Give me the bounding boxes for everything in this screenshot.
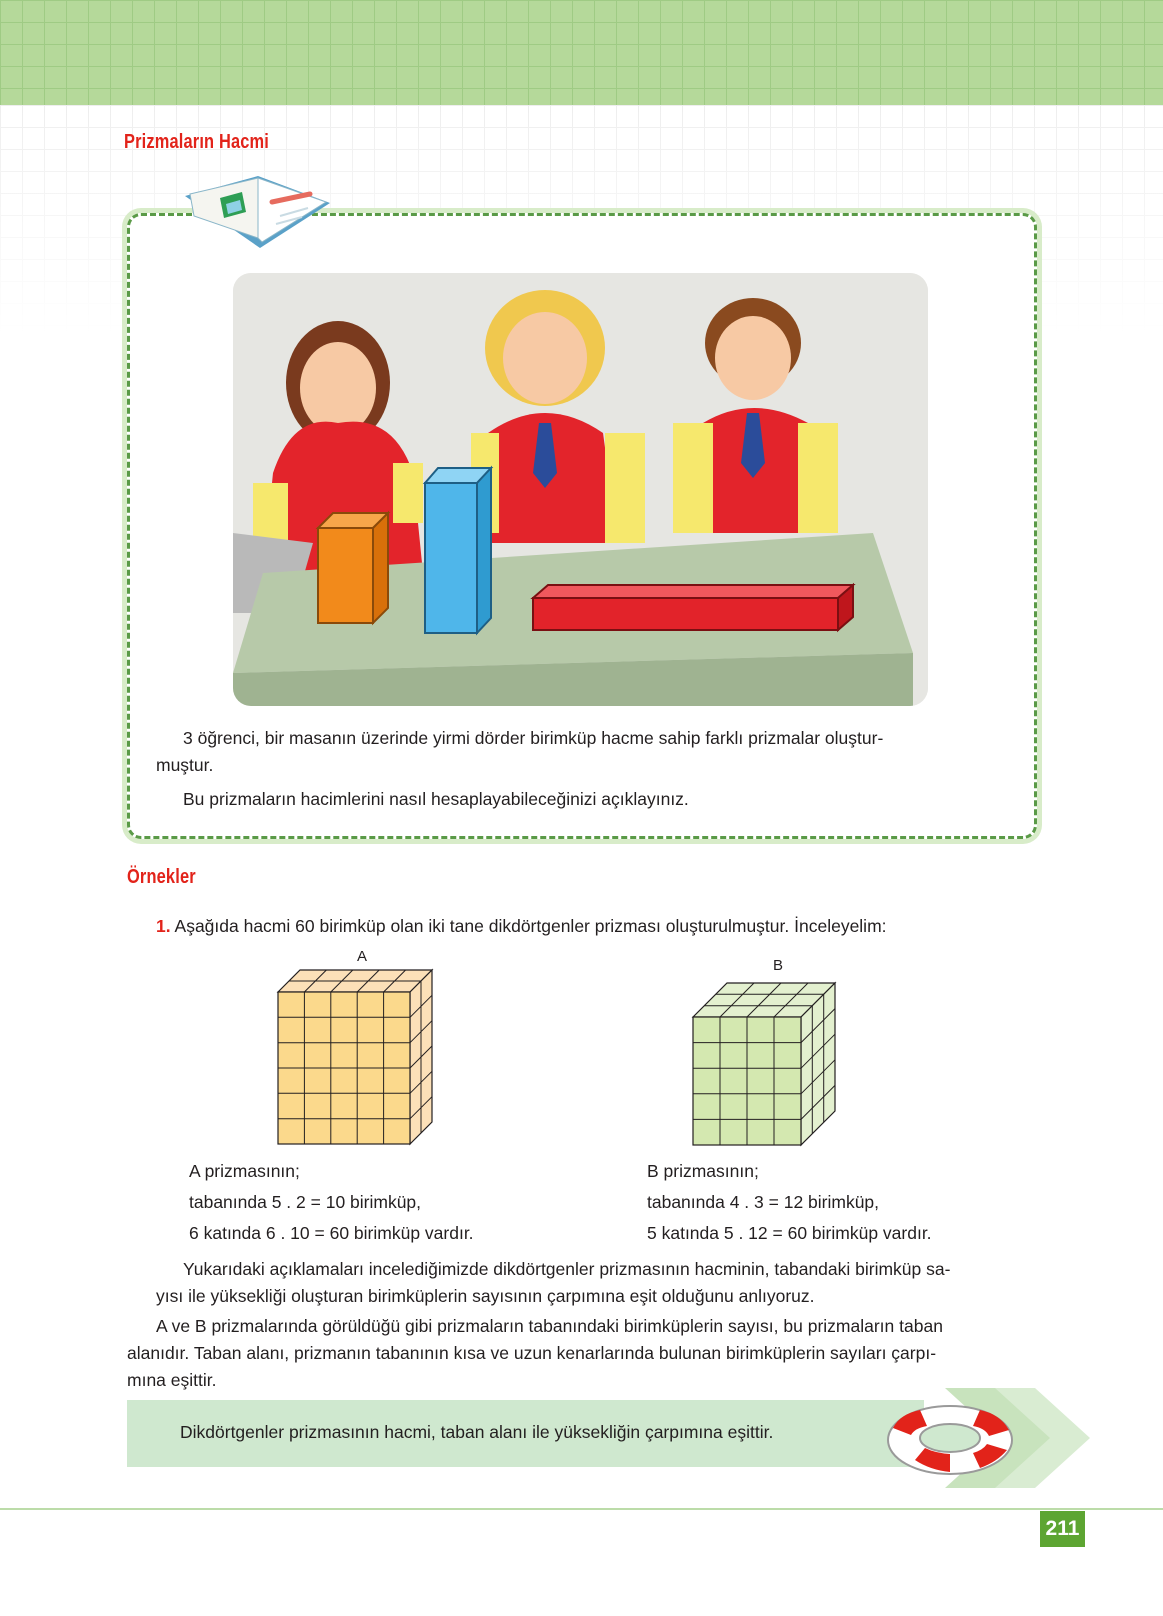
rule-highlight-box bbox=[127, 1400, 924, 1467]
rule-text: Dikdörtgenler prizmasının hacmi, taban a… bbox=[180, 1422, 774, 1442]
explanation-2-line-2: alanıdır. Taban alanı, prizmanın tabanın… bbox=[127, 1343, 937, 1363]
prism-b-description: B prizmasının; tabanında 4 . 3 = 12 biri… bbox=[647, 1156, 932, 1249]
prism-a-line-2: tabanında 5 . 2 = 10 birimküp, bbox=[189, 1192, 422, 1212]
explanation-paragraph-2: A ve B prizmalarında görüldüğü gibi priz… bbox=[127, 1313, 943, 1394]
prism-b-line-3: 5 katında 5 . 12 = 60 birimküp vardır. bbox=[647, 1223, 932, 1243]
explanation-2-line-3: mına eşittir. bbox=[127, 1370, 217, 1390]
prism-a-line-3: 6 katında 6 . 10 = 60 birimküp vardır. bbox=[189, 1223, 474, 1243]
explanation-paragraph-1: Yukarıdaki açıklamaları incelediğimizde … bbox=[156, 1256, 950, 1310]
prism-a-figure bbox=[276, 968, 434, 1146]
example-item: 1. Aşağıda hacmi 60 birimküp olan iki ta… bbox=[156, 913, 887, 940]
life-ring-icon bbox=[887, 1388, 1090, 1488]
prism-b-line-1: B prizmasının; bbox=[647, 1161, 759, 1181]
explanation-1-line-2: yısı ile yüksekliği oluşturan birimküple… bbox=[156, 1286, 815, 1306]
activity-paragraph-1-cont: muştur. bbox=[156, 755, 214, 775]
footer-rule bbox=[0, 1508, 1163, 1510]
example-text: Aşağıda hacmi 60 birimküp olan iki tane … bbox=[174, 916, 887, 936]
prism-a-label: A bbox=[357, 948, 368, 965]
notebook-icon bbox=[185, 176, 330, 248]
explanation-1-line-1: Yukarıdaki açıklamaları incelediğimizde … bbox=[183, 1259, 951, 1279]
header-grid-band bbox=[0, 0, 1163, 105]
students-illustration bbox=[233, 273, 928, 706]
prism-a-line-1: A prizmasının; bbox=[189, 1161, 300, 1181]
example-number: 1. bbox=[156, 916, 171, 936]
activity-paragraph-1: 3 öğrenci, bir masanın üzerinde yirmi dö… bbox=[183, 728, 884, 748]
prism-b-figure bbox=[691, 981, 837, 1147]
page-number: 211 bbox=[1040, 1511, 1085, 1547]
prism-b-label: B bbox=[773, 957, 784, 974]
examples-title: Örnekler bbox=[127, 866, 196, 888]
activity-paragraph-2: Bu prizmaların hacimlerini nasıl hesapla… bbox=[183, 789, 689, 809]
explanation-2-line-1: A ve B prizmalarında görüldüğü gibi priz… bbox=[156, 1316, 943, 1336]
section-title: Prizmaların Hacmi bbox=[124, 131, 269, 153]
prism-a-description: A prizmasının; tabanında 5 . 2 = 10 biri… bbox=[189, 1156, 474, 1249]
prism-b-line-2: tabanında 4 . 3 = 12 birimküp, bbox=[647, 1192, 880, 1212]
